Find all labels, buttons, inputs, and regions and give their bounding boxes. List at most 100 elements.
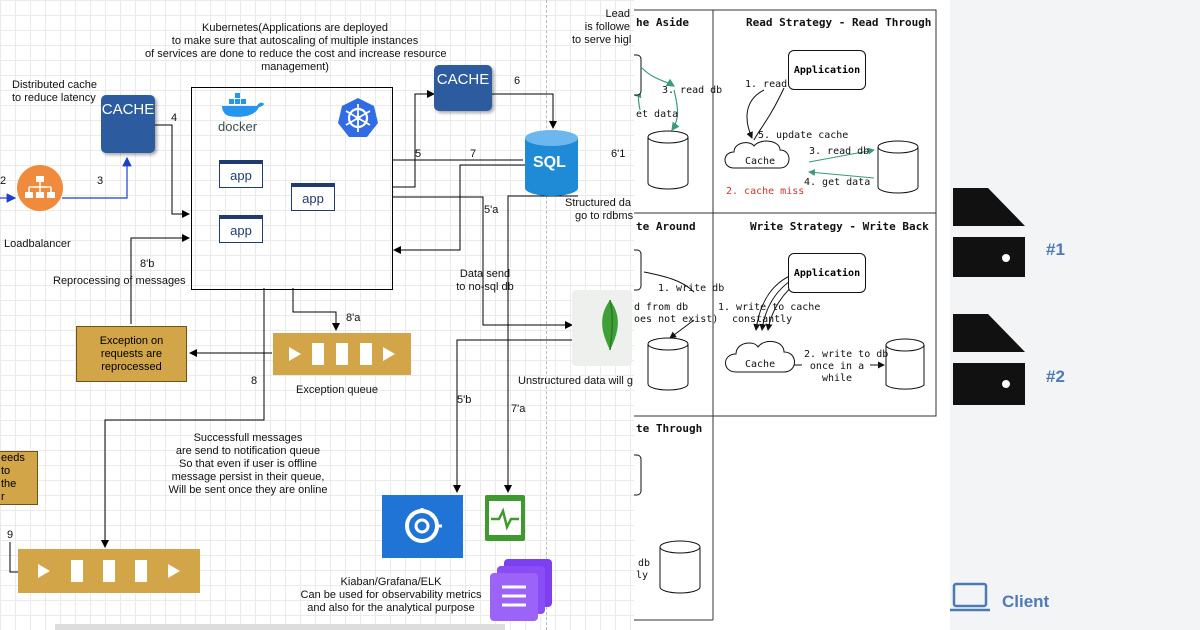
cloud-cache-rt	[724, 140, 790, 169]
edge-label-3: 3	[97, 175, 104, 187]
wa-read-note: d from db oes not exist)	[634, 302, 719, 325]
edge-7	[393, 164, 525, 254]
server-2-label: #2	[1046, 367, 1065, 386]
cache-aside-title: he Aside	[636, 16, 689, 29]
server-1-label: #1	[1046, 240, 1065, 259]
server-1-icon	[953, 188, 1025, 277]
app-instance-1: app	[219, 160, 263, 188]
elk-icon	[490, 559, 552, 621]
edge-7a	[504, 195, 578, 493]
monitoring-note: Kiaban/Grafana/ELK Can be used for obser…	[300, 576, 482, 614]
loadbalancer-icon	[17, 165, 63, 211]
edge-5a	[392, 196, 573, 329]
wt-db-note: db ly	[636, 558, 651, 581]
cache-node-left: CACHE	[101, 95, 155, 153]
unstructured-note: Unstructured data will g	[518, 375, 633, 387]
edge-3	[62, 156, 132, 199]
server-2-icon	[953, 314, 1025, 405]
wb-write-cache-note: 1. write to cache constantly	[718, 302, 821, 325]
queue-arrow-icon	[38, 564, 51, 578]
edge-label-7a: 7'a	[511, 403, 526, 415]
edge-5	[392, 90, 435, 188]
db-cylinder-around	[647, 337, 689, 391]
edge-8b	[130, 234, 190, 324]
queue-arrow-icon	[167, 564, 180, 578]
edge-label-8b: 8'b	[140, 258, 155, 270]
k8s-note: Kubernetes(Applications are deployed to …	[145, 22, 447, 73]
data-send-note: Data send to no-sql db	[456, 268, 514, 293]
edge-label-6: 6	[514, 75, 521, 87]
edge-5b	[453, 339, 572, 493]
kubernetes-icon	[337, 97, 379, 139]
ca-read-db-label: 3. read db	[662, 85, 723, 96]
mongodb-icon	[572, 290, 632, 366]
rt-read-db-label: 3. read db	[809, 146, 870, 157]
wa-write-db-label: 1. write db	[658, 283, 725, 294]
db-cylinder-rt	[877, 140, 919, 194]
cache-node-top: CACHE	[434, 65, 492, 111]
docker-label: docker	[218, 119, 258, 134]
edge-label-6p1: 6'1	[611, 148, 626, 160]
sql-database-icon	[525, 130, 578, 196]
lead-note: Lead is followe to serve higl	[572, 8, 632, 46]
rt-get-data-label: 4. get data	[804, 177, 871, 188]
db-cylinder-aside	[647, 130, 689, 190]
app-instance-2: app	[291, 183, 335, 211]
exception-queue-label: Exception queue	[296, 384, 378, 396]
edge-8	[101, 288, 265, 548]
successful-messages-note: Successfull messages are send to notific…	[168, 432, 328, 496]
db-cylinder-through	[659, 540, 701, 594]
edge-label-9: 9	[7, 529, 14, 541]
rt-cache-miss-label: 2. cache miss	[726, 186, 805, 197]
edge-label-4: 4	[171, 112, 178, 124]
rt-read-label: 1. read	[745, 79, 788, 90]
edge-6	[492, 93, 557, 129]
queue-arrow-icon	[288, 347, 301, 361]
wb-write-db-note: 2. write to db once in a while	[804, 349, 889, 384]
sql-label: SQL	[533, 154, 566, 171]
horizontal-scrollbar	[55, 624, 505, 630]
write-around-title: te Around	[636, 220, 696, 233]
edge-label-7: 7	[470, 148, 477, 160]
write-through-title: te Through	[636, 422, 703, 435]
loadbalancer-label: Loadbalancer	[4, 238, 71, 250]
reprocessing-note: Reprocessing of messages	[53, 275, 186, 287]
exception-queue-icon	[273, 333, 411, 375]
servers-panel: #1 #2 Client	[950, 0, 1200, 630]
edge-label-5a: 5'a	[484, 204, 499, 216]
wb-cache-label: Cache	[745, 359, 776, 370]
ca-get-data-label: et data	[636, 109, 679, 120]
edge-8a	[292, 288, 340, 331]
connector-lines	[0, 90, 578, 630]
queue-arrow-icon	[383, 347, 396, 361]
edge-4	[155, 124, 190, 218]
structured-note: Structured da go to rdbms	[565, 197, 634, 222]
rt-update-cache-label: 5. update cache	[758, 130, 849, 141]
read-through-title: Read Strategy - Read Through	[746, 16, 932, 29]
client-label: Client	[1002, 592, 1050, 611]
db-cylinder-wb	[885, 338, 925, 390]
grafana-icon	[382, 495, 463, 558]
edge-label-8a: 8'a	[346, 312, 361, 324]
page-boundary-line	[546, 0, 547, 630]
edge-label-2: 2	[0, 175, 7, 187]
left-cut-gold-box: eeds to the r	[0, 451, 38, 505]
kubernetes-cluster	[191, 87, 393, 290]
architecture-diagram: Kubernetes(Applications are deployed to …	[0, 0, 634, 630]
application-node-rt: Application	[788, 50, 866, 90]
write-back-title: Write Strategy - Write Back	[750, 220, 929, 233]
docker-icon	[219, 93, 265, 119]
edge-label-5: 5	[415, 148, 422, 160]
servers-graphic	[950, 188, 1025, 612]
notification-queue-icon	[18, 549, 200, 593]
cloud-cache-wb	[725, 340, 795, 373]
exception-reprocess-box: Exception on requests are reprocessed	[76, 326, 187, 382]
rt-cache-label: Cache	[745, 156, 776, 167]
app-instance-3: app	[219, 215, 263, 243]
distributed-cache-note: Distributed cache to reduce latency	[12, 79, 97, 104]
health-monitor-icon	[485, 495, 525, 541]
application-node-wb: Application	[788, 253, 866, 293]
strategy-lines	[634, 9, 937, 621]
edge-label-5b: 5'b	[457, 394, 472, 406]
caching-strategies-panel: he Aside Read Strategy - Read Through te…	[634, 0, 950, 630]
